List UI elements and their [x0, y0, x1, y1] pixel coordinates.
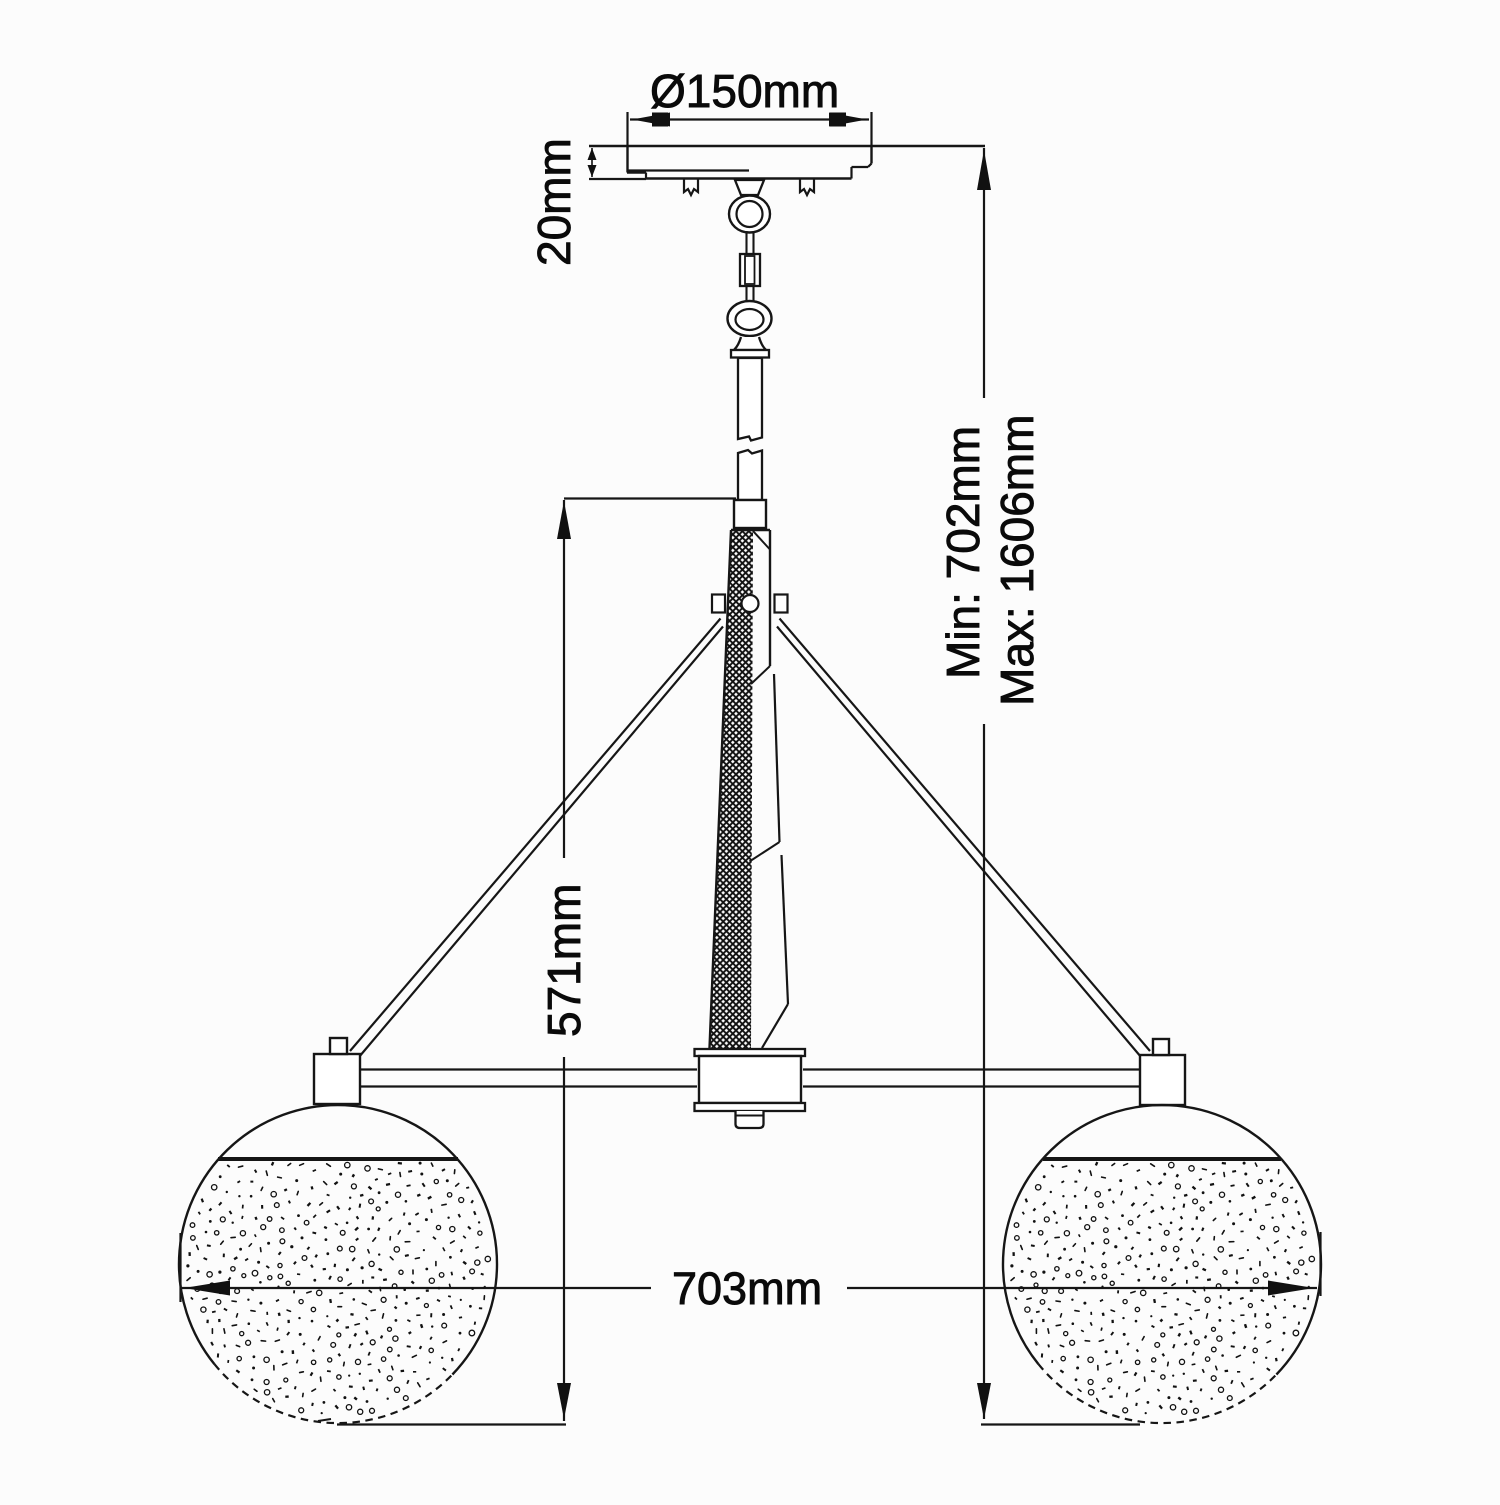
- svg-text:Min: 702mm: Min: 702mm: [937, 426, 989, 679]
- svg-text:Max: 1606mm: Max: 1606mm: [991, 415, 1043, 706]
- svg-text:571mm: 571mm: [538, 884, 590, 1037]
- svg-text:20mm: 20mm: [528, 138, 580, 266]
- svg-text:703mm: 703mm: [672, 1263, 822, 1314]
- svg-text:Ø150mm: Ø150mm: [650, 65, 839, 117]
